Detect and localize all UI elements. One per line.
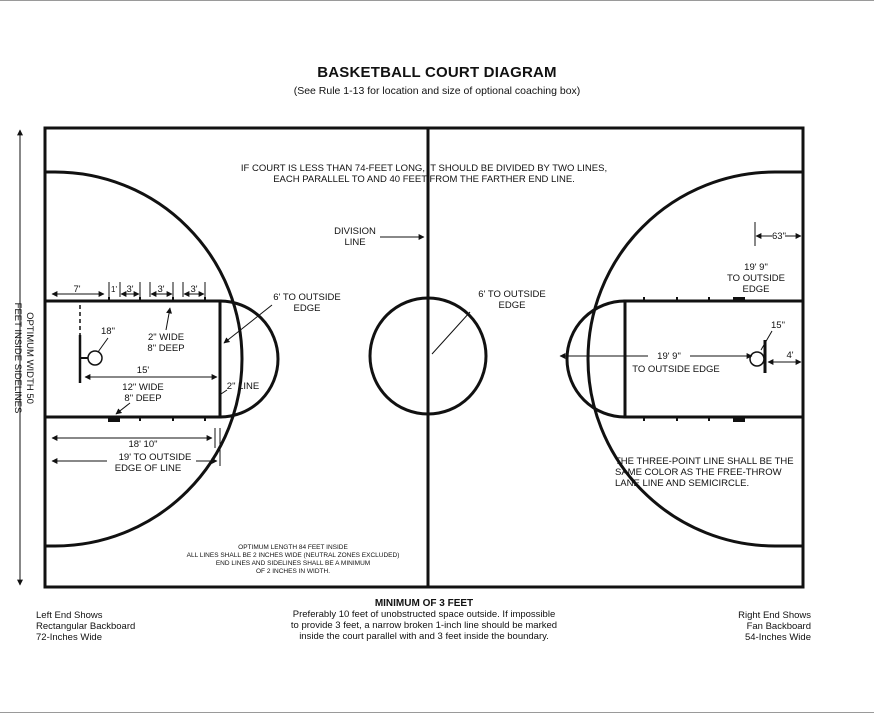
dim-18in-pointer xyxy=(97,337,109,353)
wide-top-pointer xyxy=(165,307,172,331)
right-end-note-2: Fan Backboard xyxy=(747,621,811,632)
bottom-note-2: ALL LINES SHALL BE 2 INCHES WIDE (NEUTRA… xyxy=(187,552,400,559)
right-basket-ring xyxy=(749,351,765,367)
side-width-label-2: FEET INSIDE SIDELINES xyxy=(12,303,23,414)
dim-19-label: 19' TO OUTSIDE xyxy=(119,452,192,463)
dim-15in-pointer xyxy=(760,330,773,351)
minimum-line-3: inside the court parallel with and 3 fee… xyxy=(299,631,549,642)
dim-19-9-mid-label: 19' 9" xyxy=(657,351,681,362)
line-2in-label: 2" LINE xyxy=(227,381,259,392)
left-end-note-3: 72-Inches Wide xyxy=(36,632,102,643)
minimum-line-1: Preferably 10 feet of unobstructed space… xyxy=(293,609,555,620)
right-three-point-line xyxy=(586,170,803,548)
diagram-subtitle: (See Rule 1-13 for location and size of … xyxy=(293,85,581,97)
left-end-note-1: Left End Shows xyxy=(36,610,103,621)
dim-1-label: 1' xyxy=(111,285,117,294)
left-free-throw-semicircle xyxy=(219,299,280,419)
bottom-note-3: END LINES AND SIDELINES SHALL BE A MINIM… xyxy=(216,560,370,567)
diagram-title: BASKETBALL COURT DIAGRAM xyxy=(317,64,557,81)
wide-top-label: 2" WIDE xyxy=(148,332,184,343)
dim-19-9-top-label-3: EDGE xyxy=(743,284,770,295)
center-radius-pointer xyxy=(431,311,471,355)
side-width-label: OPTIMUM WIDTH 50 xyxy=(24,312,35,404)
center-outside-edge-label: 6' TO OUTSIDE xyxy=(478,289,545,300)
three-point-note-2: SAME COLOR AS THE FREE-THROW xyxy=(615,467,782,478)
wide-bot-pointer xyxy=(115,402,131,415)
bottom-border xyxy=(0,712,874,713)
top-border xyxy=(0,0,874,1)
right-lane-block xyxy=(733,417,745,422)
dim-19-9-top-label-2: TO OUTSIDE xyxy=(727,273,785,284)
minimum-title: MINIMUM OF 3 FEET xyxy=(375,598,473,609)
line-2in-pointer xyxy=(220,389,228,395)
left-outside-edge-label-2: EDGE xyxy=(294,303,321,314)
center-outside-edge-label-2: EDGE xyxy=(499,300,526,311)
dim-19-9-mid-label-2: TO OUTSIDE EDGE xyxy=(632,364,719,375)
wide-bot-label-2: 8" DEEP xyxy=(124,393,161,404)
wide-bot-label: 12" WIDE xyxy=(122,382,163,393)
left-lane-block xyxy=(108,417,120,422)
dim-3a-label: 3' xyxy=(126,284,133,295)
left-free-throw-lane xyxy=(43,299,222,419)
minimum-line-2: to provide 3 feet, a narrow broken 1-inc… xyxy=(291,620,557,631)
dim-19-label-2: EDGE OF LINE xyxy=(115,463,182,474)
right-lane-block xyxy=(733,297,745,302)
dim-18in-label: 18" xyxy=(101,326,115,337)
division-label: DIVISION xyxy=(334,226,376,237)
right-end-note-1: Right End Shows xyxy=(738,610,811,621)
left-semicircle-pointer xyxy=(223,304,273,344)
left-basket-ring xyxy=(87,350,103,366)
right-free-throw-semicircle xyxy=(565,299,626,419)
dim-7-label: 7' xyxy=(73,284,80,295)
notice-line-2: EACH PARALLEL TO AND 40 FEET FROM THE FA… xyxy=(273,174,575,185)
dim-19-9-top-label: 19' 9" xyxy=(744,262,768,273)
three-point-note: THE THREE-POINT LINE SHALL BE THE xyxy=(615,456,794,467)
division-label-2: LINE xyxy=(344,237,365,248)
left-three-point-line xyxy=(45,170,244,548)
wide-top-label-2: 8" DEEP xyxy=(147,343,184,354)
dim-15in-label: 15" xyxy=(771,320,785,331)
right-free-throw-lane xyxy=(623,299,805,419)
dim-4-label: 4' xyxy=(786,350,793,361)
court-boundary xyxy=(43,126,805,589)
three-point-note-3: LANE LINE AND SEMICIRCLE. xyxy=(615,478,749,489)
left-outside-edge-label: 6' TO OUTSIDE xyxy=(273,292,340,303)
bottom-note-4: OF 2 INCHES IN WIDTH. xyxy=(256,568,330,575)
dim-3c-label: 3' xyxy=(190,284,197,295)
dim-15-label: 15' xyxy=(137,365,150,376)
dim-3b-label: 3' xyxy=(157,284,164,295)
bottom-note-1: OPTIMUM LENGTH 84 FEET INSIDE xyxy=(238,544,348,551)
notice-line-1: IF COURT IS LESS THAN 74-FEET LONG, IT S… xyxy=(241,163,607,174)
right-end-note-3: 54-Inches Wide xyxy=(745,632,811,643)
left-end-note-2: Rectangular Backboard xyxy=(36,621,135,632)
dim-63-label: 63" xyxy=(772,231,786,242)
center-circle xyxy=(368,296,488,416)
dim-18-10-label: 18' 10" xyxy=(129,439,158,450)
